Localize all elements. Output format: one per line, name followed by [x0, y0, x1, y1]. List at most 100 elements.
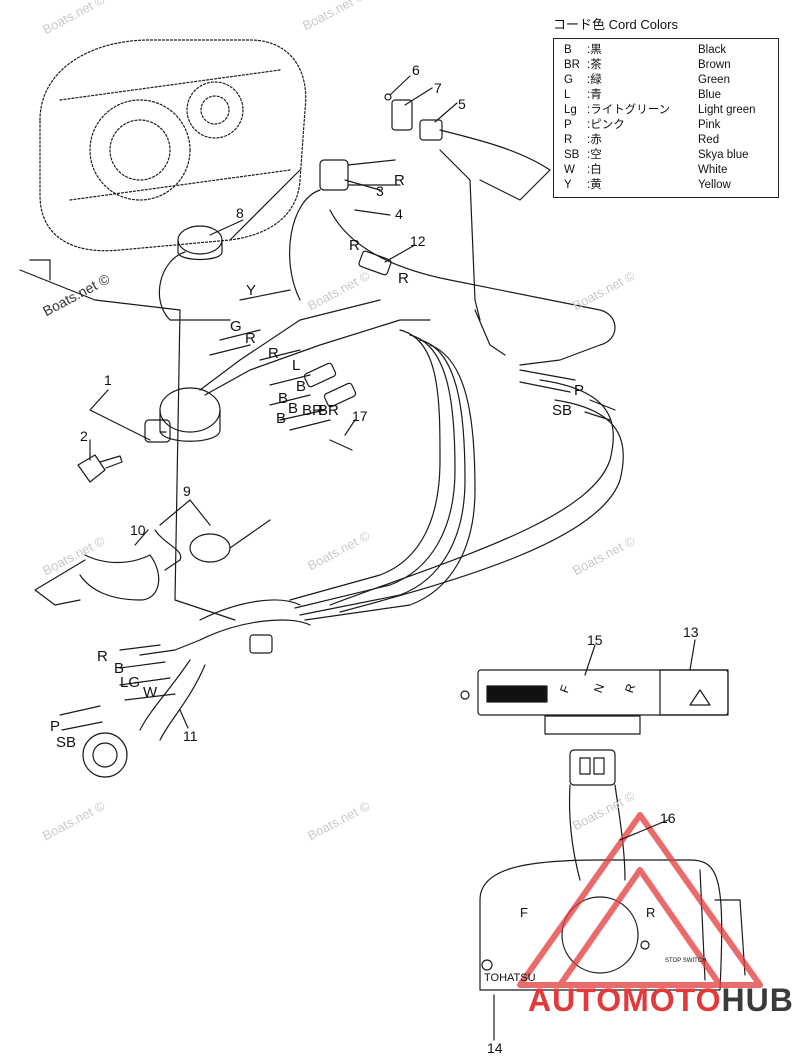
part-number-label: 17 [352, 408, 368, 424]
wire-color-label: BR [302, 402, 323, 419]
top-switch [384, 93, 551, 356]
wire-color-label: L [292, 357, 301, 374]
wire-color-label: R [268, 345, 279, 362]
wire-color-label: W [143, 684, 158, 701]
part-number-label: 3 [376, 183, 384, 199]
brand-logo-text: AUTOMOTOHUB [528, 982, 794, 1019]
legend-row: L :青 Blue [554, 88, 780, 103]
legend-jp: :黒 [587, 44, 602, 56]
part-number-label: 7 [434, 80, 442, 96]
legend-jp: :茶 [587, 59, 602, 71]
legend-row: SB :空 Skya blue [554, 148, 780, 163]
legend-jp: :青 [587, 89, 602, 101]
legend-code: G [564, 74, 573, 86]
wire-color-label: SB [56, 734, 77, 751]
wire-color-label: Y [246, 282, 257, 299]
legend-en: Pink [698, 119, 721, 131]
part-number-label: 10 [130, 522, 146, 538]
legend-row: BR :茶 Brown [554, 58, 780, 73]
wire-color-label: P [574, 382, 585, 399]
legend-code: BR [564, 59, 580, 71]
wire-color-label: B [288, 400, 299, 417]
brand-triangle-logo [517, 812, 763, 988]
legend-en: Black [698, 44, 727, 56]
part-number-label: 5 [458, 96, 466, 112]
legend-en: Brown [698, 59, 731, 71]
part-number-label: 1 [104, 372, 112, 388]
stop-switch-label: STOP SWITCH [665, 958, 707, 964]
brand-hub: HUB [721, 982, 794, 1018]
legend-en: Green [698, 74, 730, 86]
part-number-label: 6 [412, 62, 420, 78]
legend-row: P :ピンク Pink [554, 118, 780, 133]
legend-jp: :白 [587, 164, 602, 176]
control-marking: R [646, 905, 656, 920]
remote-control [479, 749, 746, 991]
legend-code: SB [564, 149, 580, 161]
wire-color-label: B [114, 660, 125, 677]
wire-color-label: B [276, 410, 287, 427]
legend-en: Blue [698, 89, 722, 101]
legend-row: W :白 White [554, 163, 780, 178]
legend-en: Yellow [698, 179, 731, 191]
part-number-label: 2 [80, 428, 88, 444]
part-number-label: 12 [410, 233, 426, 249]
legend-en: White [698, 164, 728, 176]
legend-row: G :緑 Green [554, 73, 780, 88]
brand-auto: AUTO [528, 982, 623, 1018]
legend-row: R :赤 Red [554, 133, 780, 148]
wire-color-label: P [50, 718, 61, 735]
legend-jp: :緑 [587, 74, 602, 86]
legend-row: Y :黄 Yellow [554, 178, 780, 193]
wire-color-label: R [349, 237, 360, 254]
wire-color-label: B [296, 378, 307, 395]
brand-moto: MOTO [622, 982, 722, 1018]
wire-color-label: LG [120, 674, 141, 691]
wire-color-label: B [278, 390, 289, 407]
shift-indicator [460, 669, 729, 735]
legend-code: R [564, 134, 573, 146]
legend-jp: :黄 [587, 179, 602, 191]
control-marking: F [520, 905, 528, 920]
part-number-label: 9 [183, 483, 191, 499]
legend-code: Y [564, 179, 572, 191]
part-number-label: 4 [395, 206, 403, 222]
legend-en: Skya blue [698, 149, 749, 161]
product-label: TOHATSU [484, 972, 536, 984]
legend-jp: :赤 [587, 134, 602, 146]
legend-title: コード色 Cord Colors [553, 17, 678, 32]
legend-code: L [564, 89, 571, 101]
wire-color-label: R [398, 270, 409, 287]
legend-code: W [564, 164, 575, 176]
legend-en: Light green [698, 104, 756, 116]
leader-lines [89, 75, 696, 1041]
wire-color-label: BR [318, 402, 339, 419]
part-number-label: 14 [487, 1040, 503, 1056]
part-number-label: 16 [660, 810, 676, 826]
engine-housing [19, 39, 307, 621]
wire-color-label: R [245, 330, 256, 347]
lower-harness [59, 599, 311, 778]
part-8-coil [158, 225, 231, 321]
wire-color-label: G [230, 318, 242, 335]
stop-switch-lanyard [34, 519, 271, 606]
ignition-key [77, 454, 123, 483]
wire-color-label: SB [552, 402, 573, 419]
part-number-label: 11 [183, 728, 198, 744]
main-harness [289, 189, 624, 621]
legend-jp: :ピンク [587, 119, 625, 131]
legend-en: Red [698, 134, 720, 146]
legend-jp: :ライトグリーン [587, 104, 671, 116]
part-number-label: 15 [587, 632, 603, 648]
legend-code: P [564, 119, 572, 131]
legend-jp: :空 [587, 149, 602, 161]
wire-color-label: R [394, 172, 405, 189]
part-number-label: 13 [683, 624, 699, 640]
part-number-label: 8 [236, 205, 244, 221]
ignition-switch [144, 299, 431, 443]
